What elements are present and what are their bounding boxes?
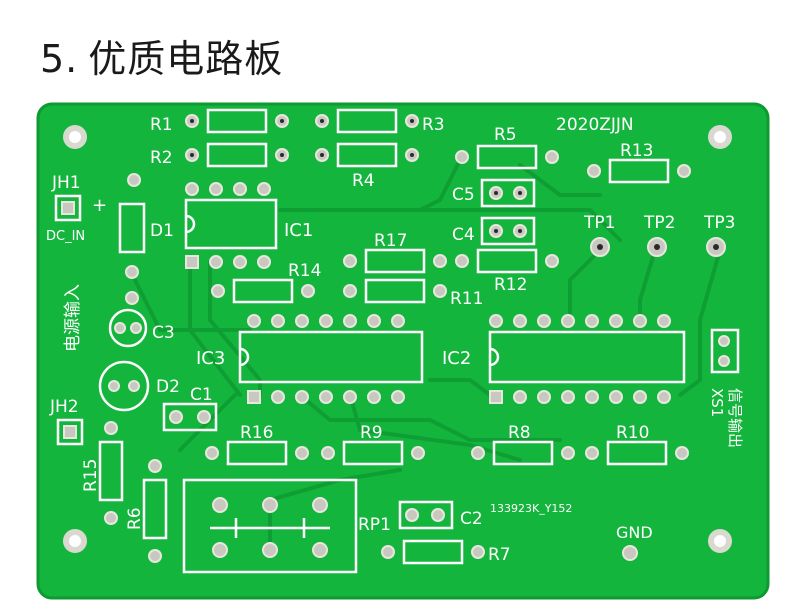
label-c3: C3 <box>152 323 175 343</box>
label-r7: R7 <box>488 545 511 565</box>
label-xs1: XS1 <box>708 388 726 417</box>
label-jh2: JH2 <box>49 397 79 417</box>
label-r13: R13 <box>620 141 653 161</box>
label-r17: R17 <box>374 231 407 251</box>
label-tp1: TP1 <box>583 213 615 233</box>
label-plus: + <box>92 195 107 216</box>
label-r8: R8 <box>508 423 531 443</box>
label-signal-out: 信号输出 <box>726 388 744 448</box>
label-dc-in: DC_IN <box>46 229 85 244</box>
label-ic3: IC3 <box>196 348 225 369</box>
label-c4: C4 <box>452 225 475 245</box>
label-c5: C5 <box>452 185 475 205</box>
label-jh1: JH1 <box>51 173 81 193</box>
heading-text: 优质电路板 <box>88 37 284 81</box>
label-c1: C1 <box>190 385 213 405</box>
label-r14: R14 <box>288 261 321 281</box>
label-r3: R3 <box>422 115 445 135</box>
label-r10: R10 <box>616 423 649 443</box>
label-r4: R4 <box>352 171 375 191</box>
silkscreen-labels: R1 R2 R3 R4 R5 R13 2020ZJJN JH1 + DC_IN … <box>46 115 744 565</box>
label-r11: R11 <box>450 289 483 309</box>
heading-number: 5. <box>40 37 79 81</box>
page-title: 5.优质电路板 <box>40 28 283 83</box>
label-power-in: 电源输入 <box>63 284 83 352</box>
label-r2: R2 <box>150 148 173 168</box>
label-r15: R15 <box>81 459 101 492</box>
label-year: 2020ZJJN <box>556 115 634 135</box>
mounting-holes <box>63 125 732 553</box>
label-ic1: IC1 <box>284 220 313 241</box>
label-c2: C2 <box>460 509 483 529</box>
label-d2: D2 <box>156 377 180 397</box>
label-r5: R5 <box>494 125 517 145</box>
label-code: 133923K_Y152 <box>490 502 572 515</box>
label-rp1: RP1 <box>358 515 391 535</box>
label-r12: R12 <box>494 275 527 295</box>
label-ic2: IC2 <box>442 348 471 369</box>
drill-holes <box>190 119 719 250</box>
label-d1: D1 <box>150 221 174 241</box>
label-r1: R1 <box>150 115 173 135</box>
label-r9: R9 <box>360 423 383 443</box>
pcb-substrate <box>36 102 770 600</box>
label-tp3: TP3 <box>703 213 735 233</box>
label-r6: R6 <box>125 507 145 530</box>
label-r16: R16 <box>240 423 273 443</box>
label-gnd: GND <box>616 523 653 542</box>
label-tp2: TP2 <box>643 213 675 233</box>
silkscreen-outlines <box>54 108 740 574</box>
